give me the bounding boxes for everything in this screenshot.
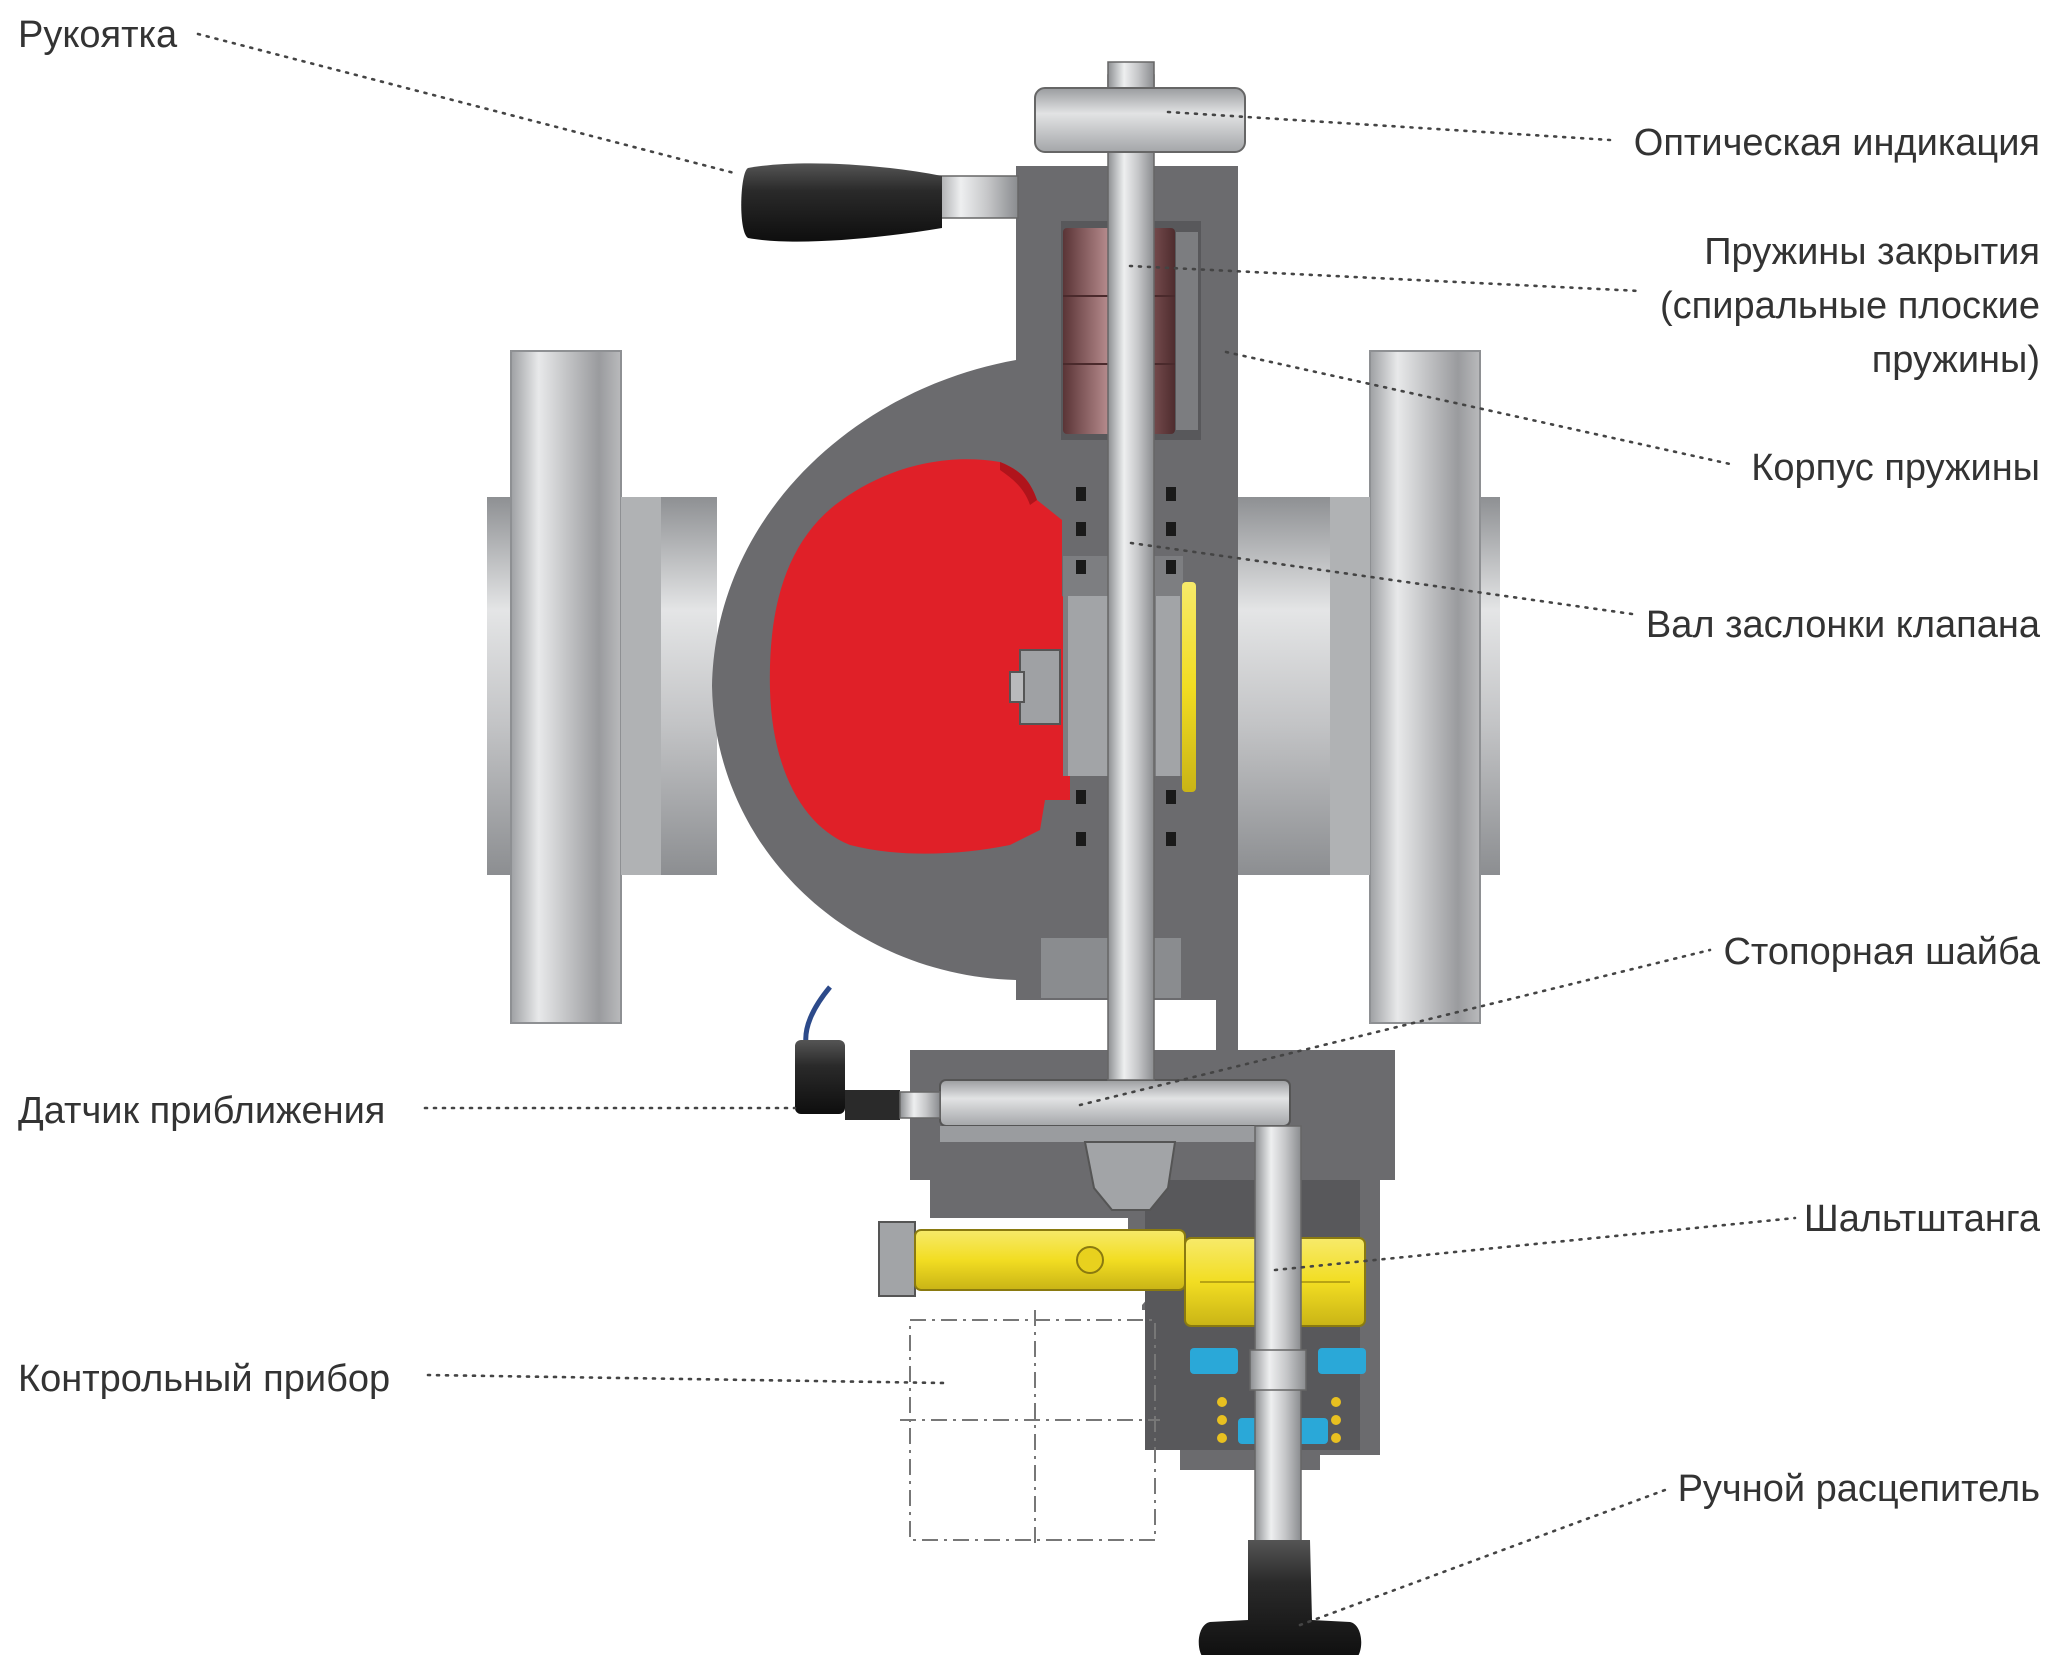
label-handle: Рукоятка xyxy=(18,14,178,56)
handle-stem xyxy=(929,175,1019,219)
valve-shaft xyxy=(1107,74,1155,1081)
label-closing-springs-line2: (спиральные плоские xyxy=(1660,285,2040,327)
leader-optical-indicator xyxy=(1166,110,1612,142)
optical-indicator xyxy=(1034,87,1246,153)
leader-control-device xyxy=(426,1373,947,1385)
label-proximity-sensor: Датчик приближения xyxy=(18,1090,386,1132)
cone-nut xyxy=(1083,1141,1177,1211)
handle-grip xyxy=(741,163,942,242)
label-manual-release: Ручной расцепитель xyxy=(1677,1468,2040,1510)
o-rings xyxy=(1076,487,1176,846)
right-flange-hub xyxy=(1330,497,1370,875)
switch-bolt xyxy=(914,1229,1186,1291)
label-switch-rod: Шальтштанга xyxy=(1803,1198,2040,1240)
leader-lock-washer xyxy=(1078,948,1712,1107)
leader-handle xyxy=(196,32,740,176)
lock-washer-plate xyxy=(939,1079,1291,1127)
release-rod xyxy=(1254,1125,1302,1547)
label-control-device: Контрольный прибор xyxy=(18,1358,391,1400)
proximity-sensor-body xyxy=(795,1040,845,1114)
label-valve-shaft: Вал заслонки клапана xyxy=(1645,604,2040,646)
left-flange xyxy=(510,350,622,1024)
valve-disc-shade xyxy=(1000,462,1037,505)
right-flange xyxy=(1369,350,1481,1024)
shaft-top-pin xyxy=(1107,61,1155,89)
label-closing-springs-line3: пружины) xyxy=(1871,339,2040,381)
leader-closing-springs xyxy=(1128,264,1642,293)
label-spring-housing: Корпус пружины xyxy=(1751,447,2040,489)
switch-bolt-head xyxy=(878,1221,916,1297)
brass-bushing xyxy=(1182,582,1196,792)
label-closing-springs-line1: Пружины закрытия xyxy=(1704,231,2040,273)
leader-manual-release xyxy=(1298,1488,1667,1627)
disc-nut xyxy=(1019,649,1061,725)
label-optical-indicator: Оптическая индикация xyxy=(1633,122,2040,164)
valve-disc xyxy=(769,459,1070,854)
release-handle xyxy=(1198,1540,1362,1660)
leader-switch-rod xyxy=(1273,1216,1797,1272)
left-flange-hub xyxy=(621,497,661,875)
control-device-outline xyxy=(900,1310,1160,1545)
label-lock-washer: Стопорная шайба xyxy=(1723,931,2040,973)
leader-valve-shaft xyxy=(1129,541,1634,616)
